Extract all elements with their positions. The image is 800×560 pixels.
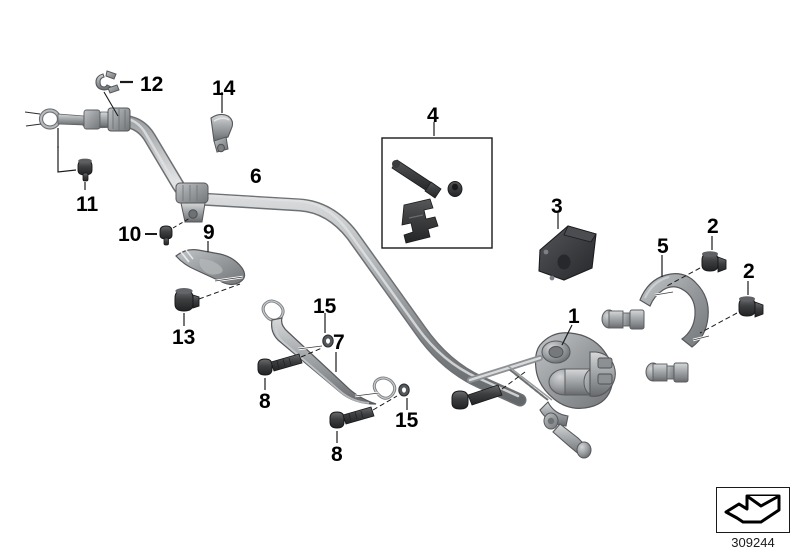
leader-1 bbox=[561, 324, 573, 346]
part-5-carrier-bracket bbox=[601, 273, 710, 383]
part-1-brake-caliper bbox=[467, 332, 616, 459]
part-10-clamp-bolt bbox=[159, 225, 173, 246]
callout-label-9: 9 bbox=[203, 221, 215, 244]
arrow-3d-icon bbox=[716, 487, 790, 533]
callout-label-12: 12 bbox=[140, 73, 164, 96]
carrier-guide-boss-lower bbox=[645, 362, 689, 383]
part-9-holder-bracket bbox=[175, 249, 246, 286]
callout-label-3: 3 bbox=[551, 195, 563, 218]
part-7-guard-bracket bbox=[261, 299, 397, 405]
leader-2b-dash bbox=[699, 312, 738, 334]
part-14-bracket-clamp bbox=[210, 113, 234, 153]
callout-label-5: 5 bbox=[657, 235, 669, 258]
part-4-spring-clip bbox=[401, 198, 439, 244]
diagram-id-watermark: 309244 bbox=[716, 487, 790, 553]
callout-label-1: 1 bbox=[568, 305, 580, 328]
part-6-brake-hose bbox=[24, 107, 527, 407]
callout-label-14: 14 bbox=[212, 77, 236, 100]
callout-label-8-upper: 8 bbox=[259, 390, 271, 413]
callout-label-10: 10 bbox=[118, 223, 142, 246]
callout-label-7: 7 bbox=[333, 331, 345, 354]
callout-label-8-lower: 8 bbox=[331, 443, 343, 466]
callout-label-11: 11 bbox=[76, 193, 99, 216]
leader-11-bracket bbox=[57, 128, 77, 173]
callout-label-6: 6 bbox=[250, 165, 262, 188]
part-8-bolt-upper bbox=[257, 353, 303, 376]
part-4-bush bbox=[447, 181, 463, 197]
part-11-banjo-bolt bbox=[77, 158, 93, 182]
callout-label-15-upper: 15 bbox=[313, 295, 337, 318]
leader-13-dash bbox=[198, 283, 241, 300]
part-2-guide-bolt-upper bbox=[701, 251, 727, 273]
part-4-pin bbox=[391, 159, 442, 199]
callout-label-2-lower: 2 bbox=[743, 260, 755, 283]
leader-12 bbox=[103, 91, 119, 117]
leader-bleed-dash bbox=[501, 371, 526, 390]
hose-banjo-fitting bbox=[24, 107, 131, 132]
part-13-mounting-bolt bbox=[174, 288, 200, 312]
part-8-bolt-lower bbox=[329, 406, 375, 429]
part-12-retaining-clip bbox=[95, 70, 120, 94]
carrier-guide-boss-upper bbox=[601, 309, 645, 330]
caliper-piston-upper bbox=[541, 340, 571, 364]
callout-label-13: 13 bbox=[172, 326, 196, 349]
leader-8b-dash bbox=[372, 395, 398, 411]
diagram-id-number: 309244 bbox=[731, 535, 775, 550]
part-3-rubber-pad bbox=[538, 225, 597, 281]
leader-2a-dash bbox=[664, 267, 701, 288]
hose-mid-clamp bbox=[175, 182, 209, 223]
part-15-washer-lower bbox=[398, 383, 410, 397]
caliper-bleed-bolt bbox=[451, 384, 503, 410]
callout-label-4: 4 bbox=[427, 104, 439, 127]
callout-label-15-lower: 15 bbox=[395, 409, 419, 432]
part-2-guide-bolt-lower bbox=[738, 296, 764, 318]
part-4-inset-box bbox=[381, 137, 493, 249]
callout-label-2-upper: 2 bbox=[707, 215, 719, 238]
leader-8a-dash bbox=[300, 347, 323, 358]
leader-10-dash bbox=[172, 217, 191, 229]
part-15-washer-upper bbox=[322, 334, 334, 348]
